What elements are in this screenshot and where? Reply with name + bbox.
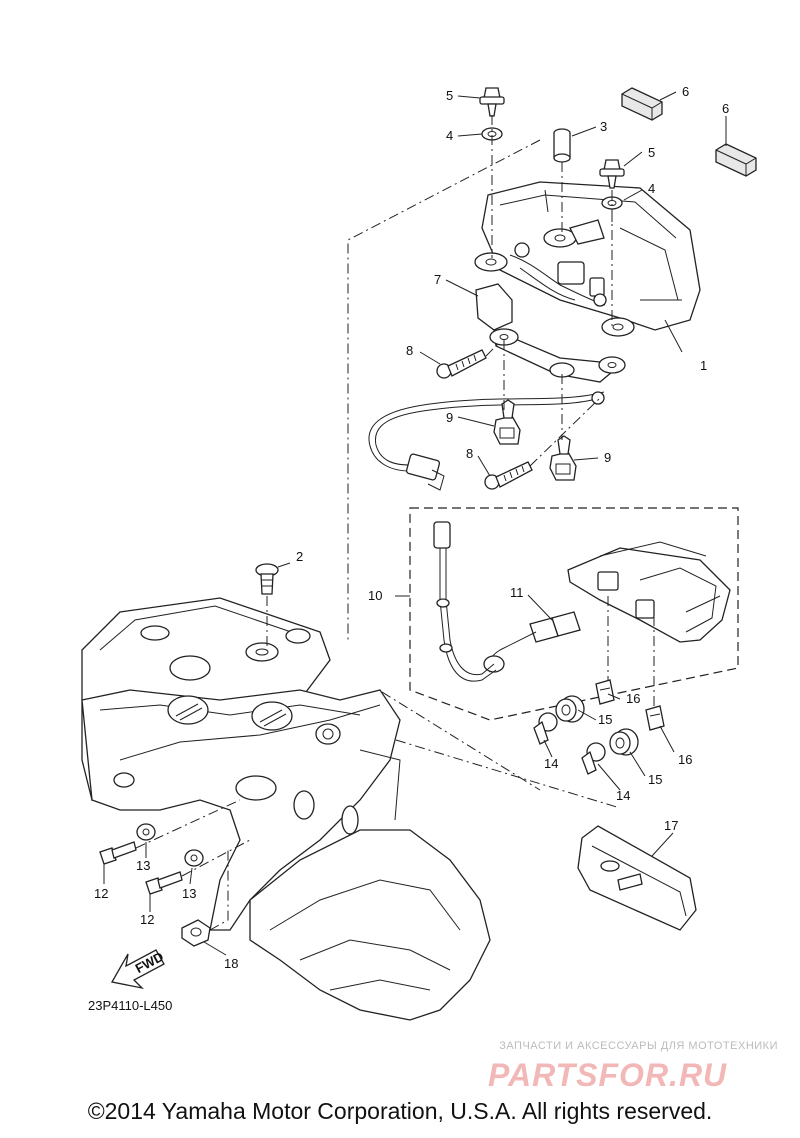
callout-13a: 13 (136, 858, 150, 873)
fwd-direction-arrow: FWD (110, 949, 166, 990)
callout-3: 3 (600, 119, 607, 134)
callout-4a: 4 (446, 128, 453, 143)
harness-part-10 (433, 521, 497, 682)
bracket-part-7 (368, 283, 626, 491)
callout-9a: 9 (446, 410, 453, 425)
clip-part-9b (549, 435, 577, 481)
callout-9b: 9 (604, 450, 611, 465)
license-light-group-box (409, 507, 739, 721)
callout-5a: 5 (446, 88, 453, 103)
washer-part-13a (136, 823, 156, 841)
collar-part-3 (553, 128, 571, 163)
callout-8b: 8 (466, 446, 473, 461)
callout-15b: 15 (648, 772, 662, 787)
nut-part-16b (645, 705, 665, 731)
license-light-lens (567, 541, 731, 643)
clip-part-9a (493, 399, 521, 445)
washer-part-13b (184, 849, 204, 867)
rear-fender-frame (81, 597, 491, 1021)
bolt-part-12a (99, 841, 137, 865)
callout-14a: 14 (544, 756, 558, 771)
svg-text:PARTSFOR.RU: PARTSFOR.RU (488, 1058, 727, 1092)
socket-part-11 (483, 611, 581, 673)
callout-14b: 14 (616, 788, 630, 803)
screw-part-5b (599, 159, 625, 189)
pad-part-6a (621, 87, 663, 121)
callout-10: 10 (368, 588, 382, 603)
plate-pad-part-17 (577, 825, 697, 931)
diagram-code: 23P4110-L450 (88, 998, 172, 1013)
callout-1: 1 (700, 358, 707, 373)
collar-part-14a (533, 712, 558, 745)
callout-leaders (103, 91, 727, 956)
watermark-logo: PARTSFOR.RU (488, 1058, 727, 1092)
callout-15a: 15 (598, 712, 612, 727)
screw-part-8b (484, 461, 533, 490)
grommet-part-15a (555, 695, 585, 723)
screw-part-5a (479, 87, 505, 117)
screw-part-8a (436, 349, 487, 379)
watermark-tagline: ЗАПЧАСТИ И АКСЕССУАРЫ ДЛЯ МОТОТЕХНИКИ (499, 1040, 778, 1052)
pad-part-6b (715, 143, 757, 177)
callout-16b: 16 (678, 752, 692, 767)
callout-6a: 6 (682, 84, 689, 99)
grommet-part-15b (609, 728, 639, 756)
callout-4b: 4 (648, 181, 655, 196)
callout-12a: 12 (94, 886, 108, 901)
callout-8a: 8 (406, 343, 413, 358)
callout-18: 18 (224, 956, 238, 971)
callout-2: 2 (296, 549, 303, 564)
watermark: ЗАПЧАСТИ И АКСЕССУАРЫ ДЛЯ МОТОТЕХНИКИ PA… (488, 1040, 778, 1092)
callout-11: 11 (510, 585, 524, 600)
screw-part-2 (255, 563, 279, 595)
nut-part-16a (595, 679, 615, 705)
tail-light-assembly (474, 181, 701, 337)
collar-part-14b (581, 742, 606, 775)
callout-numbers: 5 4 3 6 6 5 4 7 1 8 9 8 9 2 10 11 16 15 … (94, 84, 729, 971)
callout-5b: 5 (648, 145, 655, 160)
callout-7: 7 (434, 272, 441, 287)
copyright-notice: ©2014 Yamaha Motor Corporation, U.S.A. A… (87, 1098, 713, 1124)
bolt-part-12b (145, 871, 183, 895)
callout-16a: 16 (626, 691, 640, 706)
callout-12b: 12 (140, 912, 154, 927)
nut-part-18 (181, 919, 211, 947)
callout-6b: 6 (722, 101, 729, 116)
callout-13b: 13 (182, 886, 196, 901)
callout-17: 17 (664, 818, 678, 833)
